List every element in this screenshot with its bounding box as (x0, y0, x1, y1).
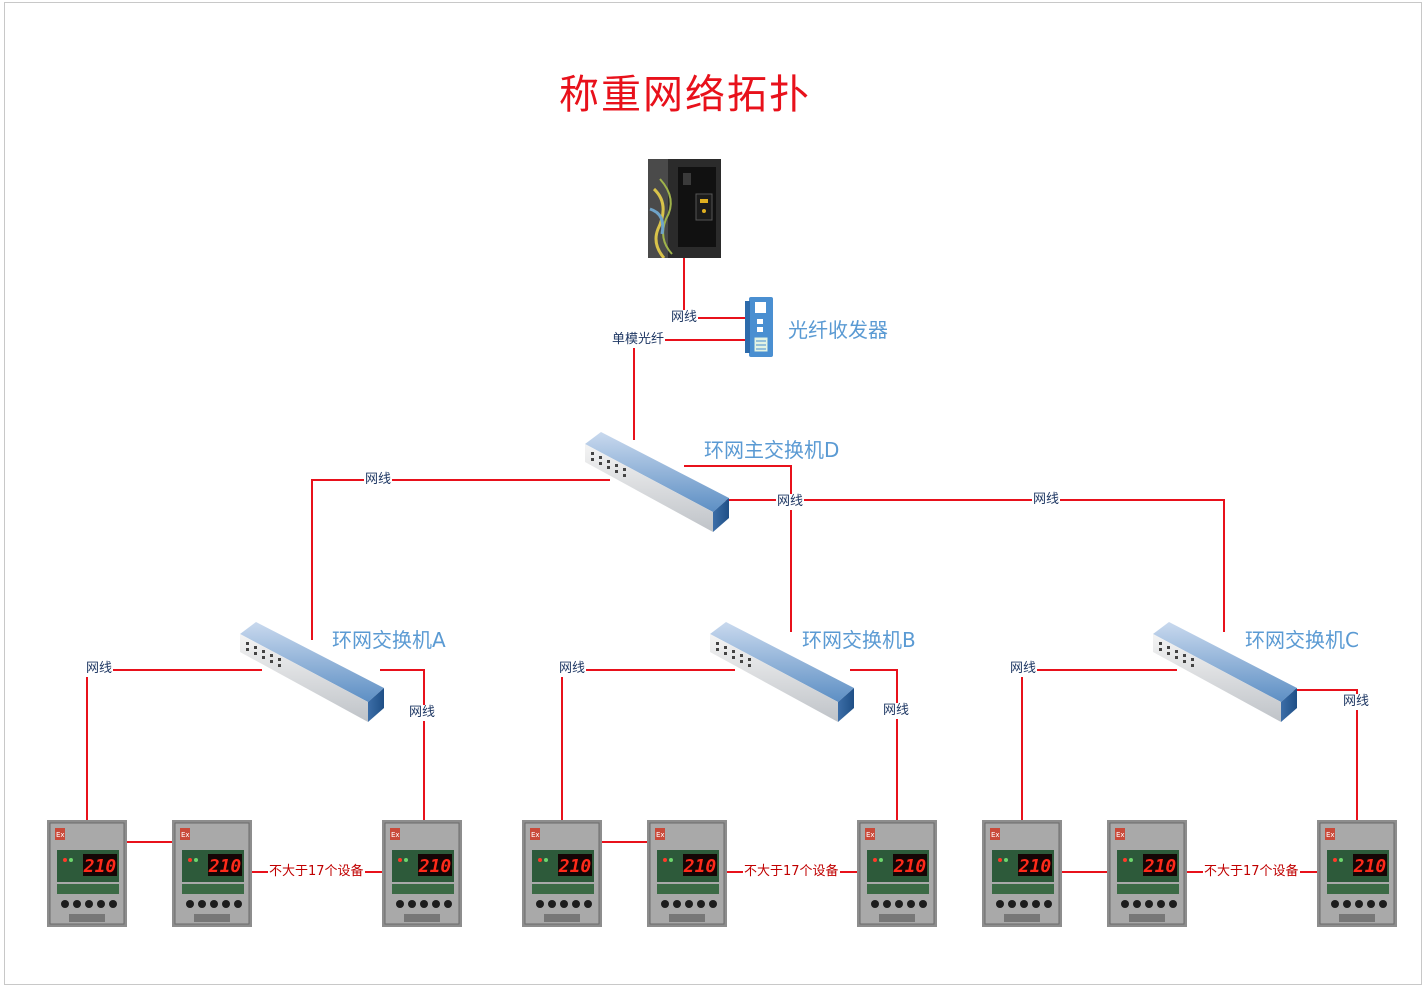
scale-reading: 210 (683, 856, 717, 877)
weighing-indicator-device: Ex 210 (172, 820, 252, 927)
device-limit-label-b: 不大于17个设备 (743, 864, 840, 880)
ex-mark: Ex (1326, 831, 1335, 839)
link-label-net-d-c: 网线 (1032, 492, 1061, 508)
link-label-net-c-left: 网线 (1009, 661, 1038, 677)
wire-a-right (380, 669, 425, 822)
link-label-net-a-right: 网线 (408, 705, 437, 721)
switch-a-label: 环网交换机A (332, 628, 446, 652)
wire-b-right (850, 669, 898, 822)
switch-c-icon (1153, 622, 1297, 722)
scale-reading: 210 (208, 856, 242, 877)
ex-mark: Ex (531, 831, 540, 839)
link-label-net-a-left: 网线 (85, 661, 114, 677)
scale-reading: 210 (1143, 856, 1177, 877)
weighing-indicator-device: Ex 210 (982, 820, 1062, 927)
weighing-indicator-device: Ex 210 (522, 820, 602, 927)
link-label-net-b-right: 网线 (882, 703, 911, 719)
wire-d-c (725, 499, 1225, 632)
weighing-indicator-device: Ex 210 (1317, 820, 1397, 927)
wire-fiber (633, 339, 745, 440)
weighing-indicator-device: Ex 210 (382, 820, 462, 927)
weighing-indicator-device: Ex 210 (857, 820, 937, 927)
diagram-title: 称重网络拓扑 (559, 72, 811, 118)
scale-reading: 210 (1018, 856, 1052, 877)
ex-mark: Ex (391, 831, 400, 839)
switch-a-icon (240, 622, 384, 722)
scale-reading: 210 (558, 856, 592, 877)
fiber-transceiver-icon (745, 297, 773, 357)
ex-mark: Ex (991, 831, 1000, 839)
ex-mark: Ex (866, 831, 875, 839)
transceiver-label: 光纤收发器 (788, 318, 888, 342)
link-label-net-d-b: 网线 (776, 494, 805, 510)
ex-mark: Ex (181, 831, 190, 839)
wire-c-right (1290, 689, 1358, 822)
server-cabinet-image (648, 159, 721, 258)
switch-b-icon (710, 622, 854, 722)
link-label-net-d-a: 网线 (364, 472, 393, 488)
switch-b-label: 环网交换机B (802, 628, 916, 652)
switch-c-label: 环网交换机C (1245, 628, 1359, 652)
main-switch-label: 环网主交换机D (704, 438, 840, 462)
weighing-indicator-device: Ex 210 (647, 820, 727, 927)
ex-mark: Ex (56, 831, 65, 839)
diagram-frame (4, 2, 1422, 985)
scale-reading: 210 (893, 856, 927, 877)
wire-server-transceiver (683, 258, 745, 319)
main-switch-d-icon (585, 432, 729, 532)
link-label-net-c-right: 网线 (1342, 694, 1371, 710)
link-label-fiber: 单模光纤 (611, 332, 666, 348)
link-label-net-server: 网线 (670, 310, 699, 326)
scale-reading: 210 (418, 856, 452, 877)
weighing-indicator-device: Ex 210 (47, 820, 127, 927)
scale-reading: 210 (83, 856, 117, 877)
scale-reading: 210 (1353, 856, 1387, 877)
weighing-indicator-device: Ex 210 (1107, 820, 1187, 927)
device-limit-label-c: 不大于17个设备 (1203, 864, 1300, 880)
wire-a-left (86, 669, 262, 822)
link-label-net-b-left: 网线 (558, 661, 587, 677)
wire-d-b (684, 465, 792, 632)
device-limit-label-a: 不大于17个设备 (268, 864, 365, 880)
ex-mark: Ex (656, 831, 665, 839)
wire-d-a (311, 479, 610, 640)
ex-mark: Ex (1116, 831, 1125, 839)
